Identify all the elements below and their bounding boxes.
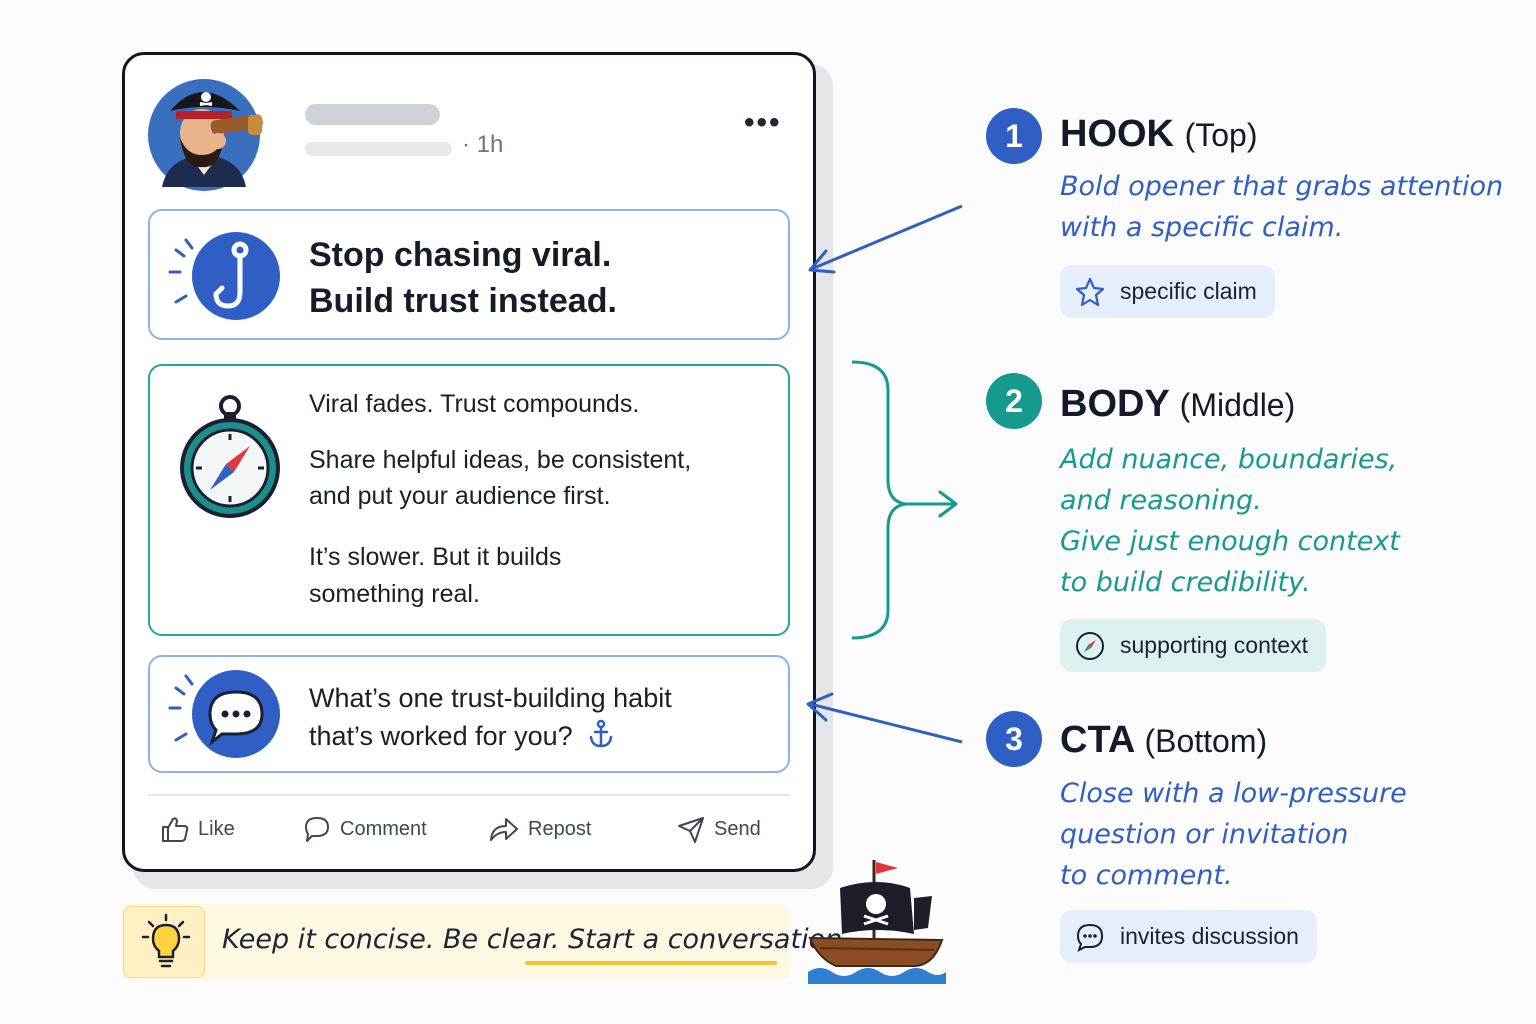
invites-discussion-chip: invites discussion (1060, 910, 1317, 963)
tip-banner (121, 904, 790, 980)
body-description: Add nuance, boundaries, and reasoning. G… (1060, 444, 1400, 598)
body-line-1: Viral fades. Trust compounds. (309, 390, 640, 418)
author-subtitle-placeholder (305, 142, 452, 156)
comment-label: Comment (340, 817, 427, 840)
chip-label: specific claim (1120, 278, 1257, 304)
pirate-ship-icon (808, 860, 946, 984)
cta-heading: CTA (Bottom) (1060, 719, 1268, 761)
post-time: · 1h (462, 131, 504, 158)
lightbulb-icon (141, 913, 191, 968)
more-options-icon[interactable]: ••• (744, 106, 782, 139)
body-heading: BODY (Middle) (1060, 383, 1296, 425)
cta-description: Close with a low-pressure question or in… (1060, 778, 1407, 891)
send-icon (678, 817, 704, 843)
body-line-3: and put your audience first. (309, 482, 611, 510)
step-3-badge: 3 (986, 711, 1042, 767)
tip-highlight: Start a conversation. (568, 924, 851, 955)
tip-text: Keep it concise. Be clear. Start a conve… (222, 924, 851, 955)
body-bracket (851, 360, 958, 640)
comment-icon (305, 817, 329, 842)
pirate-avatar (148, 79, 263, 191)
repost-label: Repost (528, 817, 592, 840)
tip-underline (525, 961, 777, 965)
specific-claim-chip: specific claim (1060, 265, 1275, 318)
compass-small-icon (1076, 631, 1104, 660)
hook-heading: HOOK (Top) (1060, 113, 1258, 155)
like-label: Like (198, 817, 235, 840)
step-2-badge: 2 (986, 373, 1042, 429)
body-line-5: something real. (309, 580, 480, 608)
hook-text: Stop chasing viral. Build trust instead. (309, 236, 617, 320)
body-line-4: It’s slower. But it builds (309, 543, 562, 571)
chip-label: invites discussion (1120, 923, 1299, 949)
compass-icon (180, 395, 280, 518)
send-label: Send (714, 817, 761, 840)
hook-icon (168, 232, 280, 320)
chip-label: supporting context (1120, 632, 1308, 658)
speech-bubble-icon (168, 670, 280, 758)
anchor-icon (589, 719, 613, 748)
body-line-2: Share helpful ideas, be consistent, (309, 446, 692, 474)
comment-button[interactable]: Comment (302, 814, 427, 844)
step-1-badge: 1 (986, 108, 1042, 164)
actions-divider (148, 794, 790, 796)
cta-text: What’s one trust-building habit that’s w… (309, 683, 672, 751)
chat-icon (1076, 923, 1104, 952)
hook-description: Bold opener that grabs attention with a … (1060, 171, 1504, 243)
author-name-placeholder (305, 104, 440, 125)
repost-icon (490, 818, 518, 841)
star-icon (1075, 277, 1105, 306)
thumbs-up-icon (162, 817, 189, 842)
supporting-context-chip: supporting context (1060, 619, 1326, 672)
like-button[interactable]: Like (160, 814, 235, 844)
repost-button[interactable]: Repost (488, 814, 591, 844)
send-button[interactable]: Send (676, 814, 761, 844)
